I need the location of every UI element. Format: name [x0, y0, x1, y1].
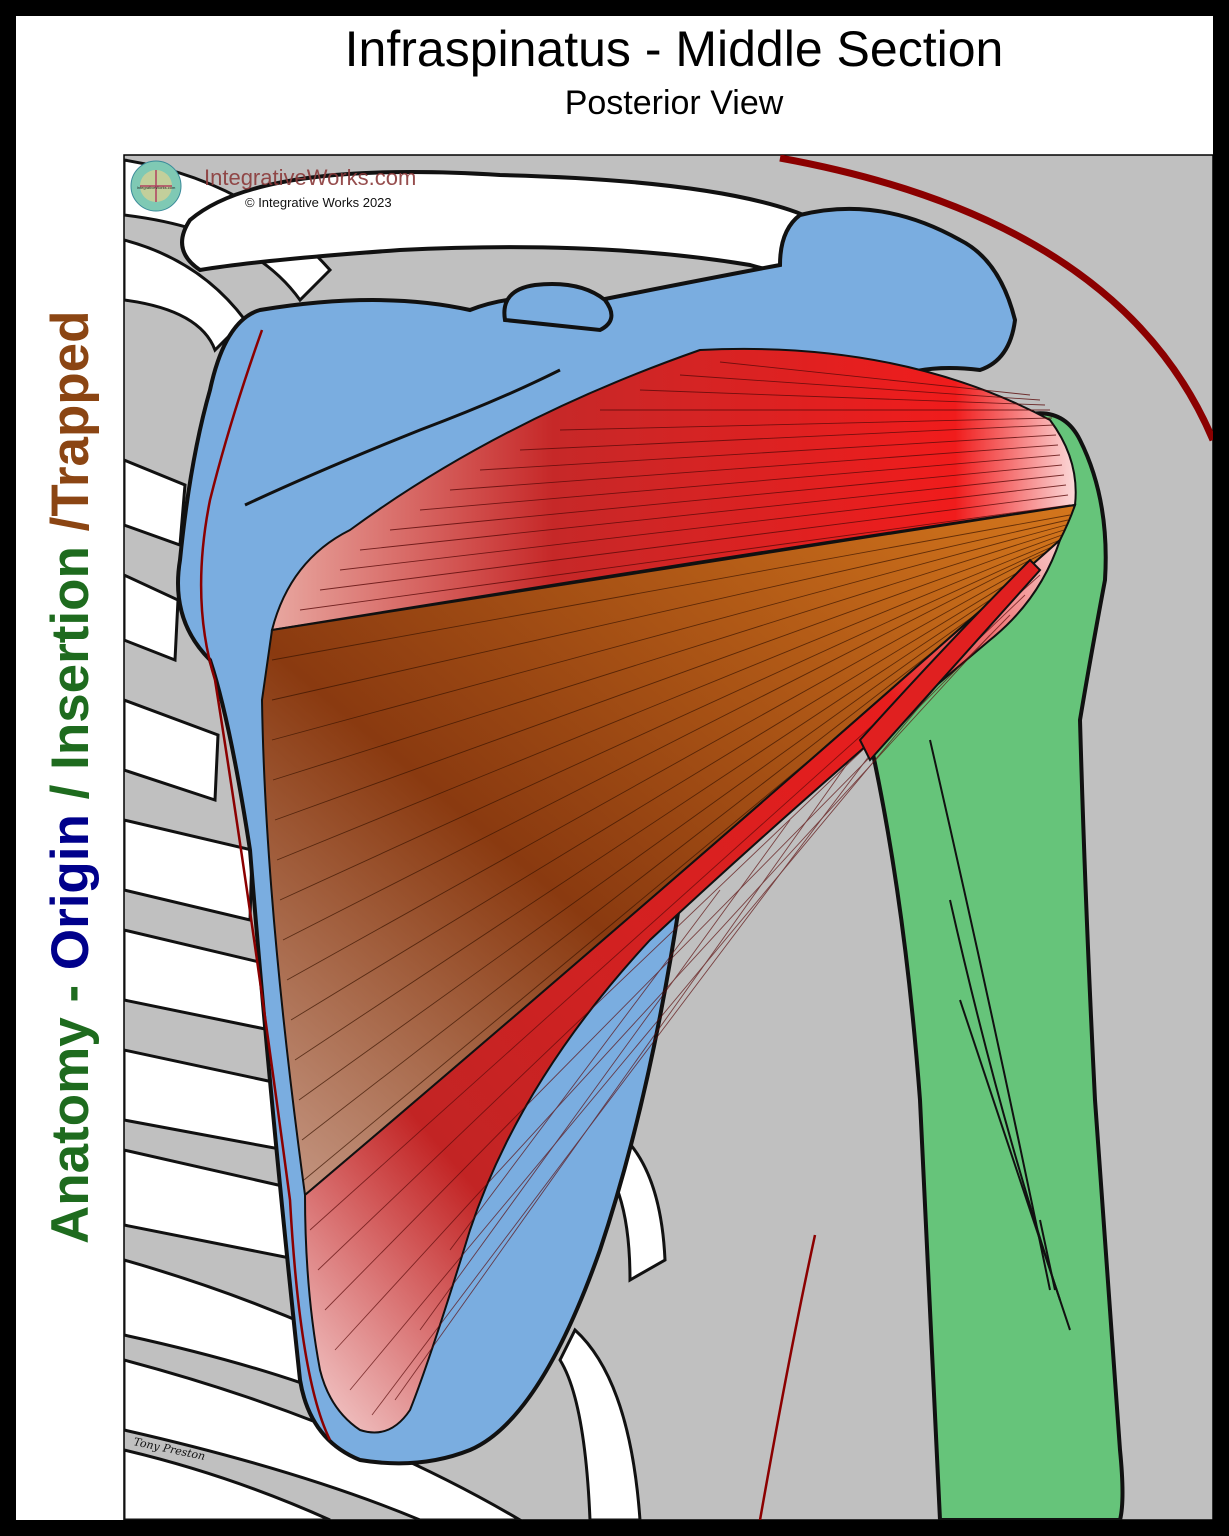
brand-site: IntegrativeWorks.com [204, 165, 416, 190]
page-title: Infraspinatus - Middle Section [344, 21, 1004, 77]
side-label-anatomy: Anatomy - [41, 970, 100, 1244]
side-label-origin: Origin [41, 814, 100, 971]
muscle-upper-fibers [270, 347, 1077, 632]
side-label-insertion: Insertion [41, 546, 100, 770]
side-label-sep: / [41, 769, 100, 815]
muscle-middle-fiber-lines [271, 514, 1071, 1181]
logo-text: IntegrativeWorks.com [137, 185, 176, 190]
page-subtitle: Posterior View [564, 84, 784, 122]
humerus-lines [929, 739, 1071, 1331]
side-label-trapped: /Trapped [41, 310, 100, 547]
deltoid-outline [779, 155, 1213, 442]
muscle-upper-fiber-lines [299, 361, 1071, 611]
teres-minor-strip [858, 558, 1042, 762]
vessel-line [758, 1234, 817, 1520]
side-label: Anatomy - Origin / Insertion /Trapped [41, 284, 100, 1244]
scapular-spine [244, 368, 561, 507]
brand-logo: IntegrativeWorks.com [130, 160, 182, 212]
scapula-border-outline [199, 329, 332, 1441]
brand-copyright: © Integrative Works 2023 [245, 195, 392, 210]
coracoid-process [502, 282, 614, 333]
